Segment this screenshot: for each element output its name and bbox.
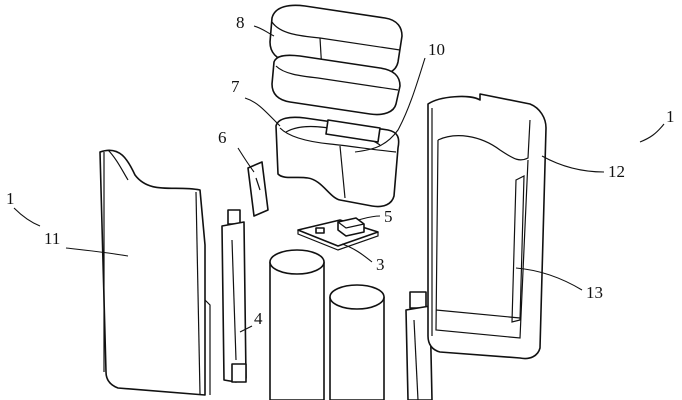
callout-labels: 8 10 7 6 5 3 4 1 11 1 12 13 <box>6 13 675 328</box>
callout-11: 11 <box>44 229 60 248</box>
callout-4: 4 <box>254 309 263 328</box>
left-shell-half <box>99 149 211 396</box>
callout-8: 8 <box>236 13 245 32</box>
battery-cylinder-small <box>329 284 385 400</box>
callout-13: 13 <box>586 283 603 302</box>
callout-3: 3 <box>376 255 385 274</box>
callout-12: 12 <box>608 162 625 181</box>
connector-part-5 <box>337 217 365 237</box>
right-shell-half <box>427 93 547 360</box>
callout-5: 5 <box>384 207 393 226</box>
battery-cylinder-large <box>269 249 325 400</box>
callout-1-left: 1 <box>6 189 15 208</box>
rail-strip-right <box>405 291 433 400</box>
callout-1-right: 1 <box>666 107 675 126</box>
card-part-6 <box>247 161 269 217</box>
leader-lines <box>13 25 665 333</box>
rail-strip-part-4 <box>221 209 247 383</box>
tray-part-7 <box>275 116 400 208</box>
callout-6: 6 <box>218 128 227 147</box>
callout-7: 7 <box>231 77 240 96</box>
callout-10: 10 <box>428 40 445 59</box>
lid-part-8 <box>269 4 403 116</box>
